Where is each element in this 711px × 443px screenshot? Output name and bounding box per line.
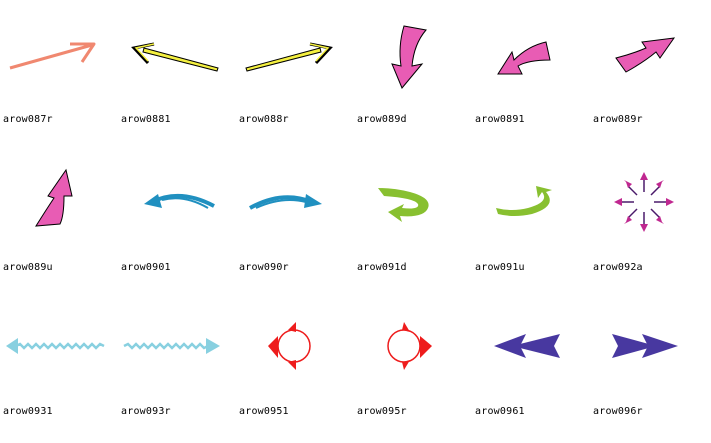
icon-filename-label: arow0891 <box>475 114 525 125</box>
arrow-tile[interactable]: arow089d <box>354 0 472 145</box>
arrow-tile[interactable]: arow096r <box>590 292 708 437</box>
icon-filename-label: arow089r <box>593 114 643 125</box>
icon-filename-label: arow088r <box>239 114 289 125</box>
icon-filename-label: arow0881 <box>121 114 171 125</box>
icon-filename-label: arow092a <box>593 262 643 273</box>
icon-filename-label: arow096r <box>593 406 643 417</box>
hook-arrow-up-icon <box>496 186 552 216</box>
circle-arrow-right-icon <box>387 322 432 370</box>
double-chevron-arrow-left-icon <box>494 334 560 358</box>
arrow-tile[interactable]: arow092a <box>590 148 708 293</box>
arrow-tile[interactable]: arow0931 <box>0 292 118 437</box>
arrow-tile[interactable]: arow0881 <box>118 0 236 145</box>
icon-filename-label: arow090r <box>239 262 289 273</box>
icon-filename-label: arow091u <box>475 262 525 273</box>
zigzag-arrow-right-icon <box>123 338 220 354</box>
icon-filename-label: arow0931 <box>3 406 53 417</box>
arrow-tile[interactable]: arow088r <box>236 0 354 145</box>
arrow-tile[interactable]: arow091u <box>472 148 590 293</box>
thin-arrow-up-right-icon <box>9 42 96 70</box>
icon-filename-label: arow095r <box>357 406 407 417</box>
curved-arrow-down-left-icon <box>497 41 551 75</box>
icon-filename-label: arow089u <box>3 262 53 273</box>
icon-filename-label: arow0951 <box>239 406 289 417</box>
arrow-tile[interactable]: arow0901 <box>118 148 236 293</box>
icon-filename-label: arow089d <box>357 114 407 125</box>
arrow-tile[interactable]: arow0951 <box>236 292 354 437</box>
zigzag-arrow-left-icon <box>6 338 105 354</box>
curved-arrow-up-icon <box>35 168 73 227</box>
icon-filename-label: arow087r <box>3 114 53 125</box>
arrow-tile[interactable]: arow091d <box>354 148 472 293</box>
circle-arrow-left-icon <box>268 322 311 370</box>
arrow-tile[interactable]: arow089u <box>0 148 118 293</box>
arrow-tile[interactable]: arow090r <box>236 148 354 293</box>
icon-filename-label: arow0961 <box>475 406 525 417</box>
arrow-tile[interactable]: arow095r <box>354 292 472 437</box>
curved-arrow-down-icon <box>391 25 427 89</box>
arrow-tile[interactable]: arow093r <box>118 292 236 437</box>
long-arrow-right-icon <box>245 42 333 72</box>
arrow-tile[interactable]: arow0891 <box>472 0 590 145</box>
double-chevron-arrow-right-icon <box>612 334 678 358</box>
arrow-tile[interactable]: arow087r <box>0 0 118 145</box>
curved-arrow-right-icon <box>615 37 676 73</box>
icon-filename-label: arow093r <box>121 406 171 417</box>
icon-filename-label: arow091d <box>357 262 407 273</box>
hook-arrow-down-icon <box>378 188 429 222</box>
long-arrow-left-icon <box>131 42 219 72</box>
swoosh-arrow-right-icon <box>249 194 322 210</box>
swoosh-arrow-left-icon <box>144 193 215 209</box>
arrow-tile[interactable]: arow0961 <box>472 292 590 437</box>
arrow-tile[interactable]: arow089r <box>590 0 708 145</box>
icon-filename-label: arow0901 <box>121 262 171 273</box>
radial-arrows-icon <box>614 172 674 232</box>
